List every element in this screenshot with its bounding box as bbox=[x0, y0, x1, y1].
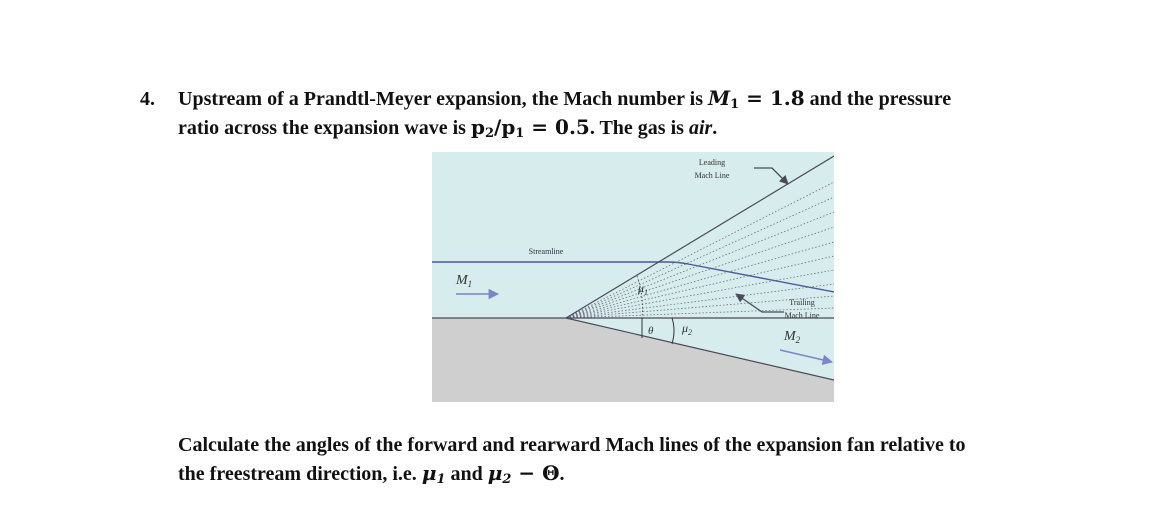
problem-number: 4. bbox=[140, 88, 155, 110]
expansion-fan-figure: Leading Mach Line Streamline M1 μ1 θ μ2 … bbox=[432, 152, 834, 402]
theta-label: θ bbox=[648, 325, 654, 337]
problem-text-1b: and the pressure bbox=[804, 88, 952, 110]
mu2-label: μ2 bbox=[681, 321, 692, 337]
trailing-label-arrow bbox=[735, 293, 784, 313]
mach-1-expression: M1 = 1.8 bbox=[707, 86, 805, 112]
downstream-arrow bbox=[779, 349, 834, 365]
wall-surface bbox=[432, 318, 834, 402]
question-line-2: the freestream direction, i.e. μ1 and μ2… bbox=[178, 461, 565, 487]
problem-line-1: 4. Upstream of a Prandtl-Meyer expansion,… bbox=[140, 84, 1100, 113]
expansion-fan-lines bbox=[565, 181, 834, 319]
leading-mach-line bbox=[565, 155, 834, 319]
m2-label: M2 bbox=[783, 329, 801, 345]
leading-label-line-2: Mach Line bbox=[695, 171, 730, 180]
problem-text-1a: Upstream of a Prandtl-Meyer expansion, t… bbox=[178, 88, 708, 110]
theta-symbol: Θ bbox=[542, 461, 560, 485]
expansion-fan-diagram: Leading Mach Line Streamline M1 μ1 θ μ2 … bbox=[432, 152, 834, 402]
mu2-symbol: μ2 bbox=[487, 461, 512, 487]
streamline bbox=[432, 261, 834, 293]
mu1-angle-arc bbox=[636, 275, 643, 319]
trailing-label-line-1: Trailing bbox=[789, 298, 815, 307]
leading-label-line-1: Leading bbox=[699, 158, 725, 167]
question-statement: Calculate the angles of the forward and … bbox=[178, 431, 1138, 488]
trailing-label-line-2: Mach Line bbox=[785, 311, 820, 320]
leading-label-arrow bbox=[754, 167, 789, 185]
problem-line-2: ratio across the expansion wave is p2/p1… bbox=[178, 115, 718, 141]
wall-downstream-edge bbox=[565, 317, 834, 381]
pressure-ratio-expression: p2/p1 = 0.5 bbox=[470, 115, 590, 141]
problem-statement: 4. Upstream of a Prandtl-Meyer expansion,… bbox=[140, 84, 1100, 142]
problem-text-2a: ratio across the expansion wave is bbox=[178, 117, 471, 139]
question-line-1: Calculate the angles of the forward and … bbox=[178, 434, 966, 456]
mu1-symbol: μ1 bbox=[421, 461, 446, 487]
m1-label: M1 bbox=[455, 273, 472, 289]
mu2-angle-arc bbox=[671, 317, 675, 345]
problem-text-2b: . The gas is bbox=[589, 117, 689, 139]
mu1-label: μ1 bbox=[637, 281, 648, 297]
question-text-2a: the freestream direction, i.e. bbox=[178, 463, 422, 485]
streamline-label: Streamline bbox=[529, 247, 564, 256]
gas-name: air bbox=[688, 117, 713, 139]
